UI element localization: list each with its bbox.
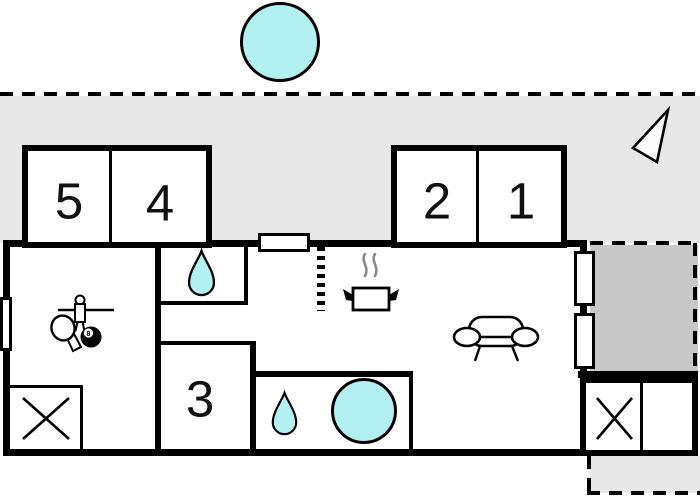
wall-bottom-right-divider: [640, 383, 643, 450]
wall-room3-right: [250, 341, 256, 449]
steam-line: [372, 252, 378, 278]
games-icon: 8: [50, 294, 114, 353]
round-tub-icon: [331, 378, 397, 444]
window-right-wall-upper: [574, 251, 595, 306]
pot-handle-right: [389, 289, 399, 301]
bottom-right-rooms: [580, 377, 698, 456]
wall-shower-room-right: [244, 247, 248, 305]
terrace: [590, 245, 698, 373]
foosball-player-body: [74, 303, 86, 323]
wall-room3-top: [158, 341, 256, 345]
plot-bottom-right: [589, 456, 700, 493]
room-label-4: 4: [145, 174, 175, 232]
room-label-5: 5: [54, 172, 84, 230]
plot-boundary-dashed-line: [0, 92, 700, 96]
terrace-bottom-wall: [578, 371, 698, 378]
wall-bathroom-top: [250, 371, 413, 377]
water-drop-icon: [271, 389, 298, 436]
north-arrow-icon: [630, 105, 671, 165]
wall-bathroom-right: [409, 377, 413, 449]
wall-divider-2-1: [476, 151, 479, 247]
steam-line: [362, 252, 368, 278]
table-tennis-paddle: [50, 314, 76, 342]
window-top-wall: [258, 233, 310, 252]
pot-handle-left: [343, 289, 353, 301]
room-label-1: 1: [506, 172, 536, 230]
terrace-dashed-right-border: [693, 243, 697, 375]
x-mark-icon: [22, 397, 70, 440]
wall-storage-top: [7, 385, 83, 388]
wall-shower-room-bottom: [158, 301, 248, 305]
pot-body: [351, 286, 391, 312]
wall-divider-5-4: [109, 151, 112, 247]
sofa-icon: [452, 315, 540, 362]
x-mark-icon: [596, 397, 633, 440]
annex-bedrooms-5-4: [22, 145, 212, 248]
pool-circle-icon: [240, 2, 320, 82]
terrace-dashed-top-border: [590, 241, 700, 245]
plot-dashed-left-border: [587, 456, 591, 494]
annex-bedrooms-2-1: [391, 145, 567, 248]
wall-storage-right: [80, 385, 83, 449]
wall-main-divider: [155, 247, 161, 449]
kitchen-dotted-partition: [317, 247, 325, 311]
plot-dashed-bottom-border: [587, 491, 700, 495]
water-drop-icon: [187, 247, 216, 297]
window-left-wall: [0, 297, 12, 351]
stove-icon: [343, 252, 399, 312]
room-label-3: 3: [185, 370, 215, 428]
eight-ball-label: 8: [86, 329, 90, 338]
room-label-2: 2: [422, 172, 452, 230]
window-right-wall-lower: [574, 313, 595, 369]
